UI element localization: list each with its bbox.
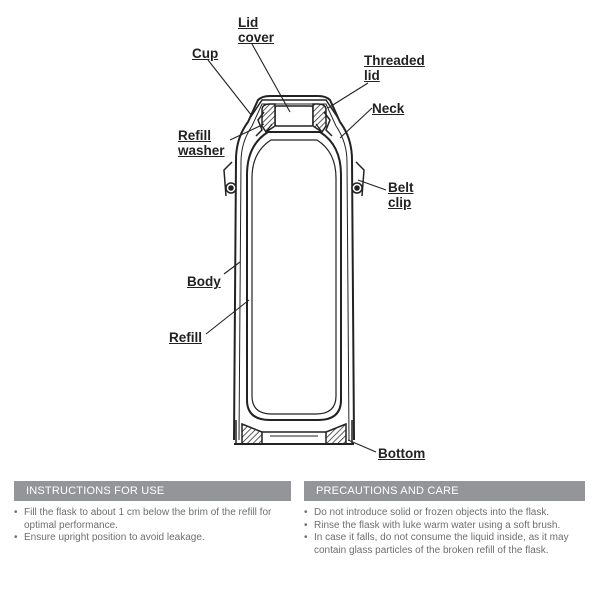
precaution-item: In case it falls, do not consume the liq…	[304, 532, 585, 557]
label-neck: Neck	[372, 101, 405, 116]
flask-diagram	[205, 43, 387, 453]
belt-clip-right	[351, 161, 365, 197]
instructions-title: INSTRUCTIONS FOR USE	[14, 481, 291, 501]
precautions-list: Do not introduce solid or frozen objects…	[304, 507, 585, 557]
precaution-item: Do not introduce solid or frozen objects…	[304, 507, 585, 520]
precautions-title: PRECAUTIONS AND CARE	[304, 481, 585, 501]
belt-clip-left	[223, 161, 237, 197]
instruction-item: Fill the flask to about 1 cm below the b…	[14, 507, 291, 532]
label-bottom: Bottom	[378, 446, 426, 461]
precautions-panel: PRECAUTIONS AND CARE Do not introduce so…	[304, 481, 585, 557]
precaution-item: Rinse the flask with luke warm water usi…	[304, 520, 585, 533]
label-cup: Cup	[192, 46, 219, 61]
instructions-panel: INSTRUCTIONS FOR USE Fill the flask to a…	[14, 481, 291, 545]
instructions-list: Fill the flask to about 1 cm below the b…	[14, 507, 291, 545]
instruction-item: Ensure upright position to avoid leakage…	[14, 532, 291, 545]
label-refill: Refill	[169, 330, 203, 345]
refill-shape	[246, 131, 342, 421]
bottom-shape	[234, 420, 354, 445]
label-body: Body	[187, 274, 221, 289]
cup-shape	[249, 99, 339, 119]
neck-shape	[265, 123, 323, 133]
leader-lines	[205, 43, 387, 453]
